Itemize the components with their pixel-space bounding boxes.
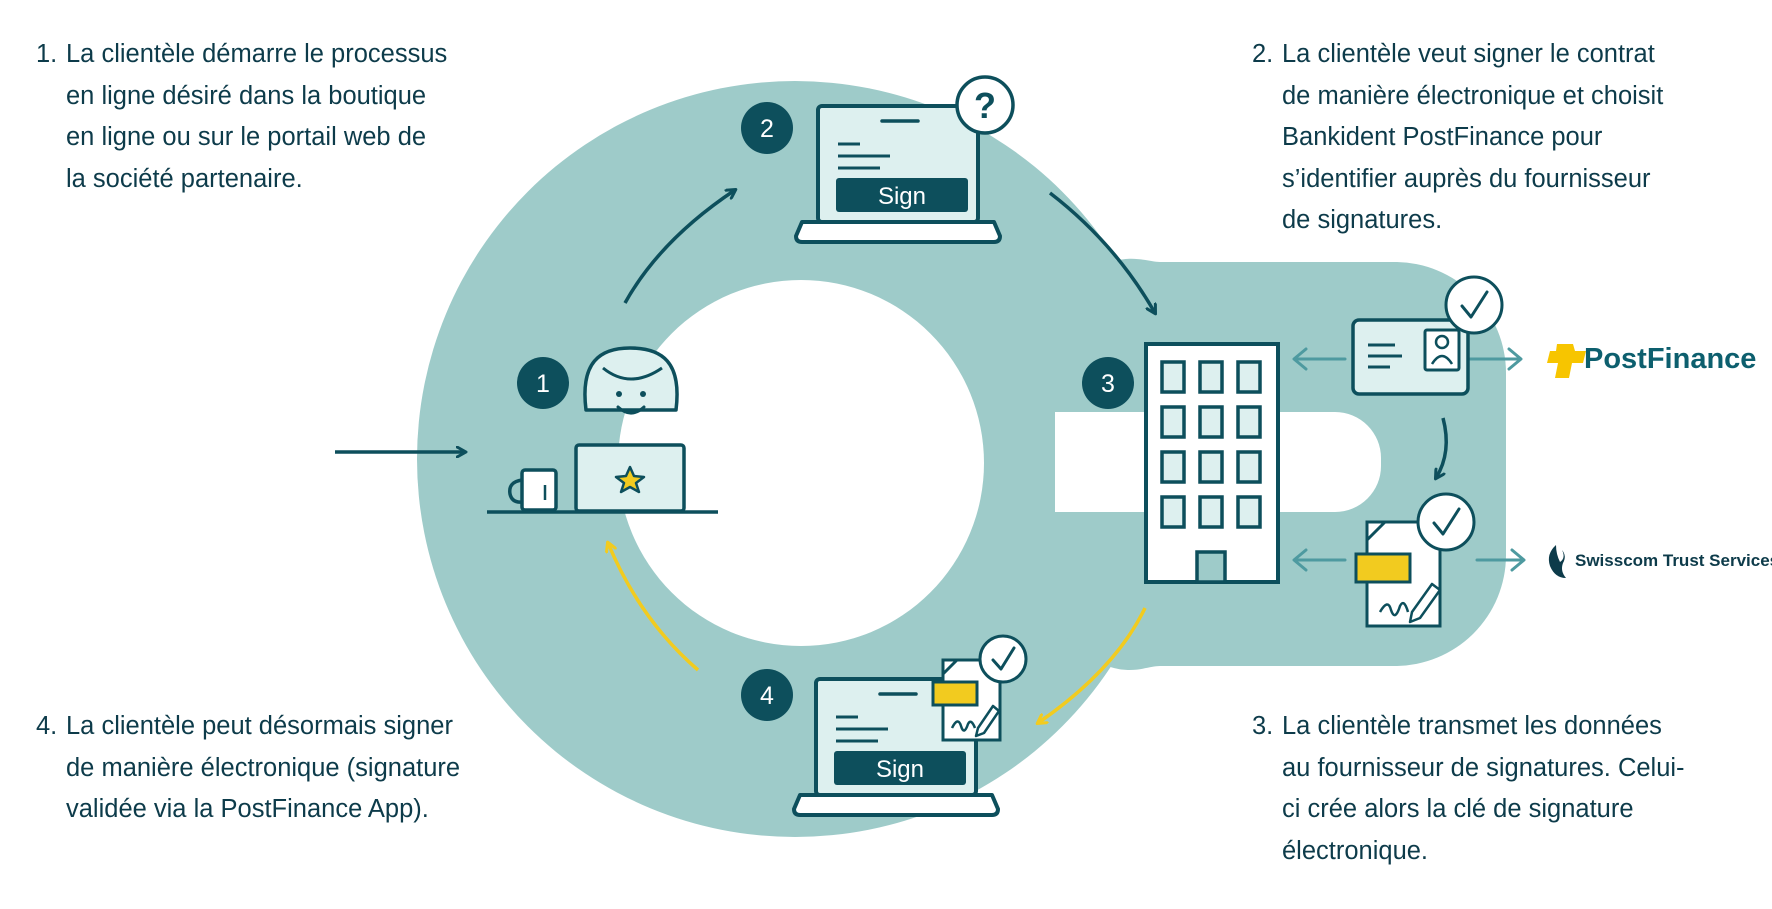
exchange-arrows <box>1292 347 1526 572</box>
postfinance-cross-icon <box>1547 344 1586 378</box>
question-icon: ? <box>955 75 1015 135</box>
pen-icon <box>1408 582 1442 624</box>
coffee-mug-icon <box>508 468 558 512</box>
arrow-card-to-document <box>1436 417 1448 478</box>
sign-label: Sign <box>876 756 924 783</box>
swisscom-flame-icon <box>1548 545 1566 578</box>
step-1-line: la société partenaire. <box>66 164 303 193</box>
sign-label: Sign <box>878 183 926 210</box>
step-3-description: 3. La clientèle transmet les données au … <box>1252 706 1685 872</box>
step-badge-4-number: 4 <box>760 682 774 710</box>
swisscom-wordmark: Swisscom Trust Services <box>1575 551 1772 570</box>
id-card-icon <box>1351 318 1470 396</box>
arrow-step1-to-2 <box>623 190 735 304</box>
postfinance-wordmark: PostFinance <box>1584 343 1756 375</box>
step-1-number: 1. <box>36 40 58 68</box>
step-4-description: 4. La clientèle peut désormais signer de… <box>36 706 460 831</box>
person-icon <box>583 346 679 415</box>
step-2-line: La clientèle veut signer le contrat <box>1282 40 1655 68</box>
building-icon <box>1144 342 1280 584</box>
star-icon <box>614 465 646 494</box>
step-1-line: La clientèle démarre le processus <box>66 40 448 68</box>
question-mark: ? <box>974 85 996 126</box>
step-3-line: ci crée alors la clé de signature <box>1282 795 1634 823</box>
postfinance-logo: PostFinance <box>1547 343 1756 378</box>
step-3-number: 3. <box>1252 712 1274 740</box>
laptop-icon: Sign <box>792 677 1000 817</box>
step-1-line: en ligne désiré dans la boutique <box>66 81 427 110</box>
step-2-description: 2. La clientèle veut signer le contrat d… <box>1252 34 1663 242</box>
step-badge-4: 4 <box>741 669 793 721</box>
step-3-line: électronique. <box>1282 836 1429 865</box>
step-4-number: 4. <box>36 712 58 740</box>
step-3-line: La clientèle transmet les données <box>1282 712 1662 740</box>
step-4-line: La clientèle peut désormais signer <box>66 712 453 740</box>
arrow-step3-to-4 <box>1038 607 1147 723</box>
step-3-line: au fournisseur de signatures. Celui- <box>1282 753 1685 782</box>
step-4-line: de manière électronique (signature <box>66 753 461 782</box>
sign-button-graphic <box>834 751 966 785</box>
sign-button-graphic <box>836 178 968 212</box>
check-icon <box>1416 492 1476 552</box>
step-2-line: Bankident PostFinance pour <box>1282 123 1603 151</box>
swisscom-logo: Swisscom Trust Services <box>1548 545 1772 578</box>
step-4-line: validée via la PostFinance App). <box>66 795 429 823</box>
step-2-number: 2. <box>1252 40 1274 68</box>
step-badge-2-number: 2 <box>760 115 774 143</box>
step-badge-2: 2 <box>741 102 793 154</box>
arrow-step2-to-3 <box>1048 191 1155 313</box>
step-2-line: de manière électronique et choisit <box>1282 81 1664 110</box>
step-1-description: 1. La clientèle démarre le processus en … <box>36 34 447 200</box>
step-1-line: en ligne ou sur le portail web de <box>66 123 427 151</box>
arrow-step4-to-1 <box>608 543 700 672</box>
step-badge-1-number: 1 <box>536 370 550 398</box>
check-icon <box>978 634 1028 684</box>
check-icon <box>1444 275 1504 335</box>
step-badge-1: 1 <box>517 357 569 409</box>
laptop-icon: Sign <box>794 104 1002 244</box>
step-badge-3: 3 <box>1082 357 1134 409</box>
step-badge-3-number: 3 <box>1101 370 1115 398</box>
pen-icon <box>974 704 1001 738</box>
step-2-line: s’identifier auprès du fournisseur <box>1282 164 1651 193</box>
step-2-line: de signatures. <box>1282 206 1443 234</box>
